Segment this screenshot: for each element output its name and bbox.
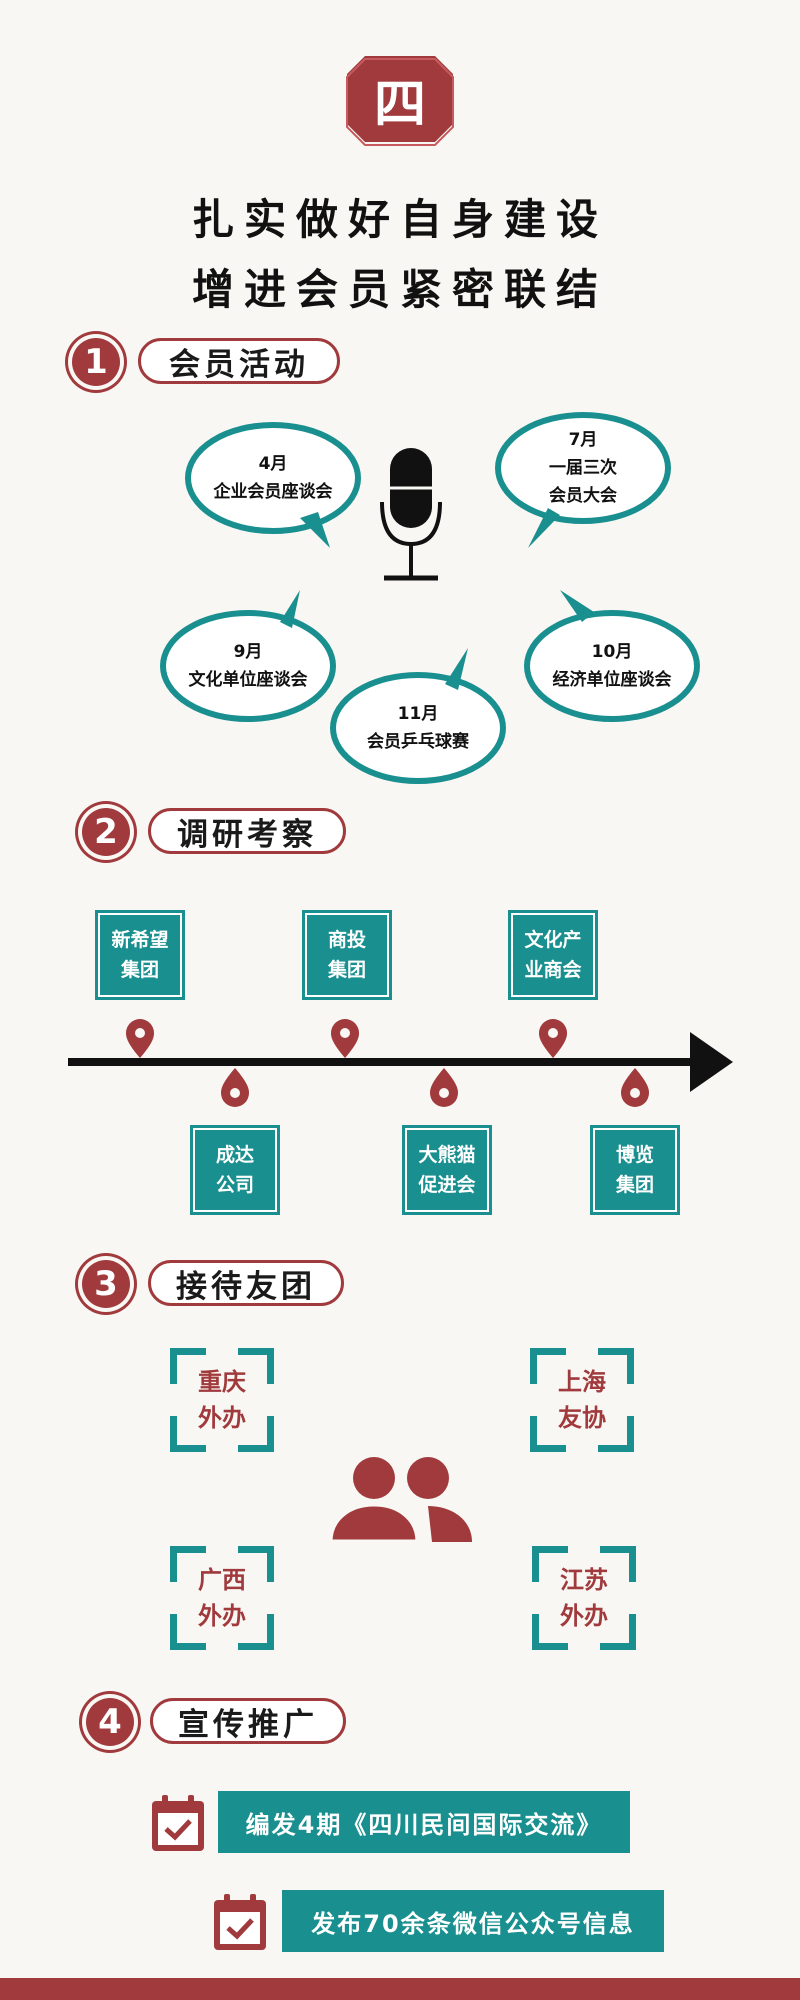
promo-item-wechat: 发布70余条微信公众号信息 xyxy=(282,1890,664,1952)
activity-label: 文化单位座谈会 xyxy=(188,670,308,690)
calendar-check-icon xyxy=(214,1894,266,1950)
section-2-label: 调研考察 xyxy=(148,808,346,854)
timeline-arrow-icon xyxy=(690,1032,733,1092)
section-1-label: 会员活动 xyxy=(138,338,340,384)
activity-month: 4月 xyxy=(258,454,288,474)
activity-month: 10月 xyxy=(591,642,633,662)
research-item-chengda: 成达公司 xyxy=(190,1125,280,1215)
reception-guangxi: 广西外办 xyxy=(198,1566,246,1630)
activity-label: 会员乒乓球赛 xyxy=(367,732,469,752)
map-pin-icon xyxy=(221,1068,249,1107)
speech-bubble-nov xyxy=(330,648,506,784)
reception-shanghai: 上海友协 xyxy=(558,1368,606,1432)
research-item-panda: 大熊猫促进会 xyxy=(402,1125,492,1215)
speech-bubble-sep xyxy=(160,590,336,722)
activity-month: 7月 xyxy=(568,430,598,450)
map-pin-icon xyxy=(331,1019,359,1058)
map-pin-icon xyxy=(621,1068,649,1107)
map-pin-icon xyxy=(430,1068,458,1107)
research-item-xinxiwang: 新希望集团 xyxy=(95,910,185,1000)
logo-badge xyxy=(346,56,454,146)
footer-bar xyxy=(0,1978,800,2000)
people-icon xyxy=(328,1457,472,1545)
activity-month: 9月 xyxy=(233,642,263,662)
activity-label: 经济单位座谈会 xyxy=(552,670,672,690)
speech-bubble-apr xyxy=(185,422,361,548)
page-title-line1: 扎实做好自身建设 xyxy=(191,195,608,244)
activity-label: 企业会员座谈会 xyxy=(213,482,333,502)
promo-item-journal: 编发4期《四川民间国际交流》 xyxy=(218,1791,630,1853)
section-4-number: 4 xyxy=(86,1698,134,1746)
calendar-check-icon xyxy=(152,1795,204,1851)
activity-nov: 11月 会员乒乓球赛 xyxy=(333,678,503,778)
section-2-number: 2 xyxy=(82,808,130,856)
map-pin-icon xyxy=(539,1019,567,1058)
activity-apr: 4月 企业会员座谈会 xyxy=(188,428,358,528)
speech-bubble-jul xyxy=(495,412,671,548)
microphone-icon xyxy=(380,448,442,581)
map-pin-icon xyxy=(126,1019,154,1058)
activity-jul: 7月 一届三次 会员大会 xyxy=(498,418,668,518)
section-3-number: 3 xyxy=(82,1260,130,1308)
section-1-number: 1 xyxy=(72,338,120,386)
reception-chongqing: 重庆外办 xyxy=(198,1368,246,1432)
page-title-line2: 增进会员紧密联结 xyxy=(191,265,608,314)
activity-oct: 10月 经济单位座谈会 xyxy=(527,616,697,716)
research-timeline xyxy=(68,1019,733,1107)
research-item-culture-chamber: 文化产业商会 xyxy=(508,910,598,1000)
logo-glyph: 四 xyxy=(373,74,426,135)
activity-month: 11月 xyxy=(397,704,439,724)
activity-bubbles xyxy=(160,412,700,784)
research-item-expo: 博览集团 xyxy=(590,1125,680,1215)
reception-jiangsu: 江苏外办 xyxy=(560,1566,608,1630)
section-3-label: 接待友团 xyxy=(148,1260,344,1306)
activity-sep: 9月 文化单位座谈会 xyxy=(163,616,333,716)
activity-label: 一届三次 xyxy=(549,458,617,478)
activity-label: 会员大会 xyxy=(549,486,617,506)
research-item-shangtou: 商投集团 xyxy=(302,910,392,1000)
speech-bubble-oct xyxy=(524,590,700,722)
section-4-label: 宣传推广 xyxy=(150,1698,346,1744)
